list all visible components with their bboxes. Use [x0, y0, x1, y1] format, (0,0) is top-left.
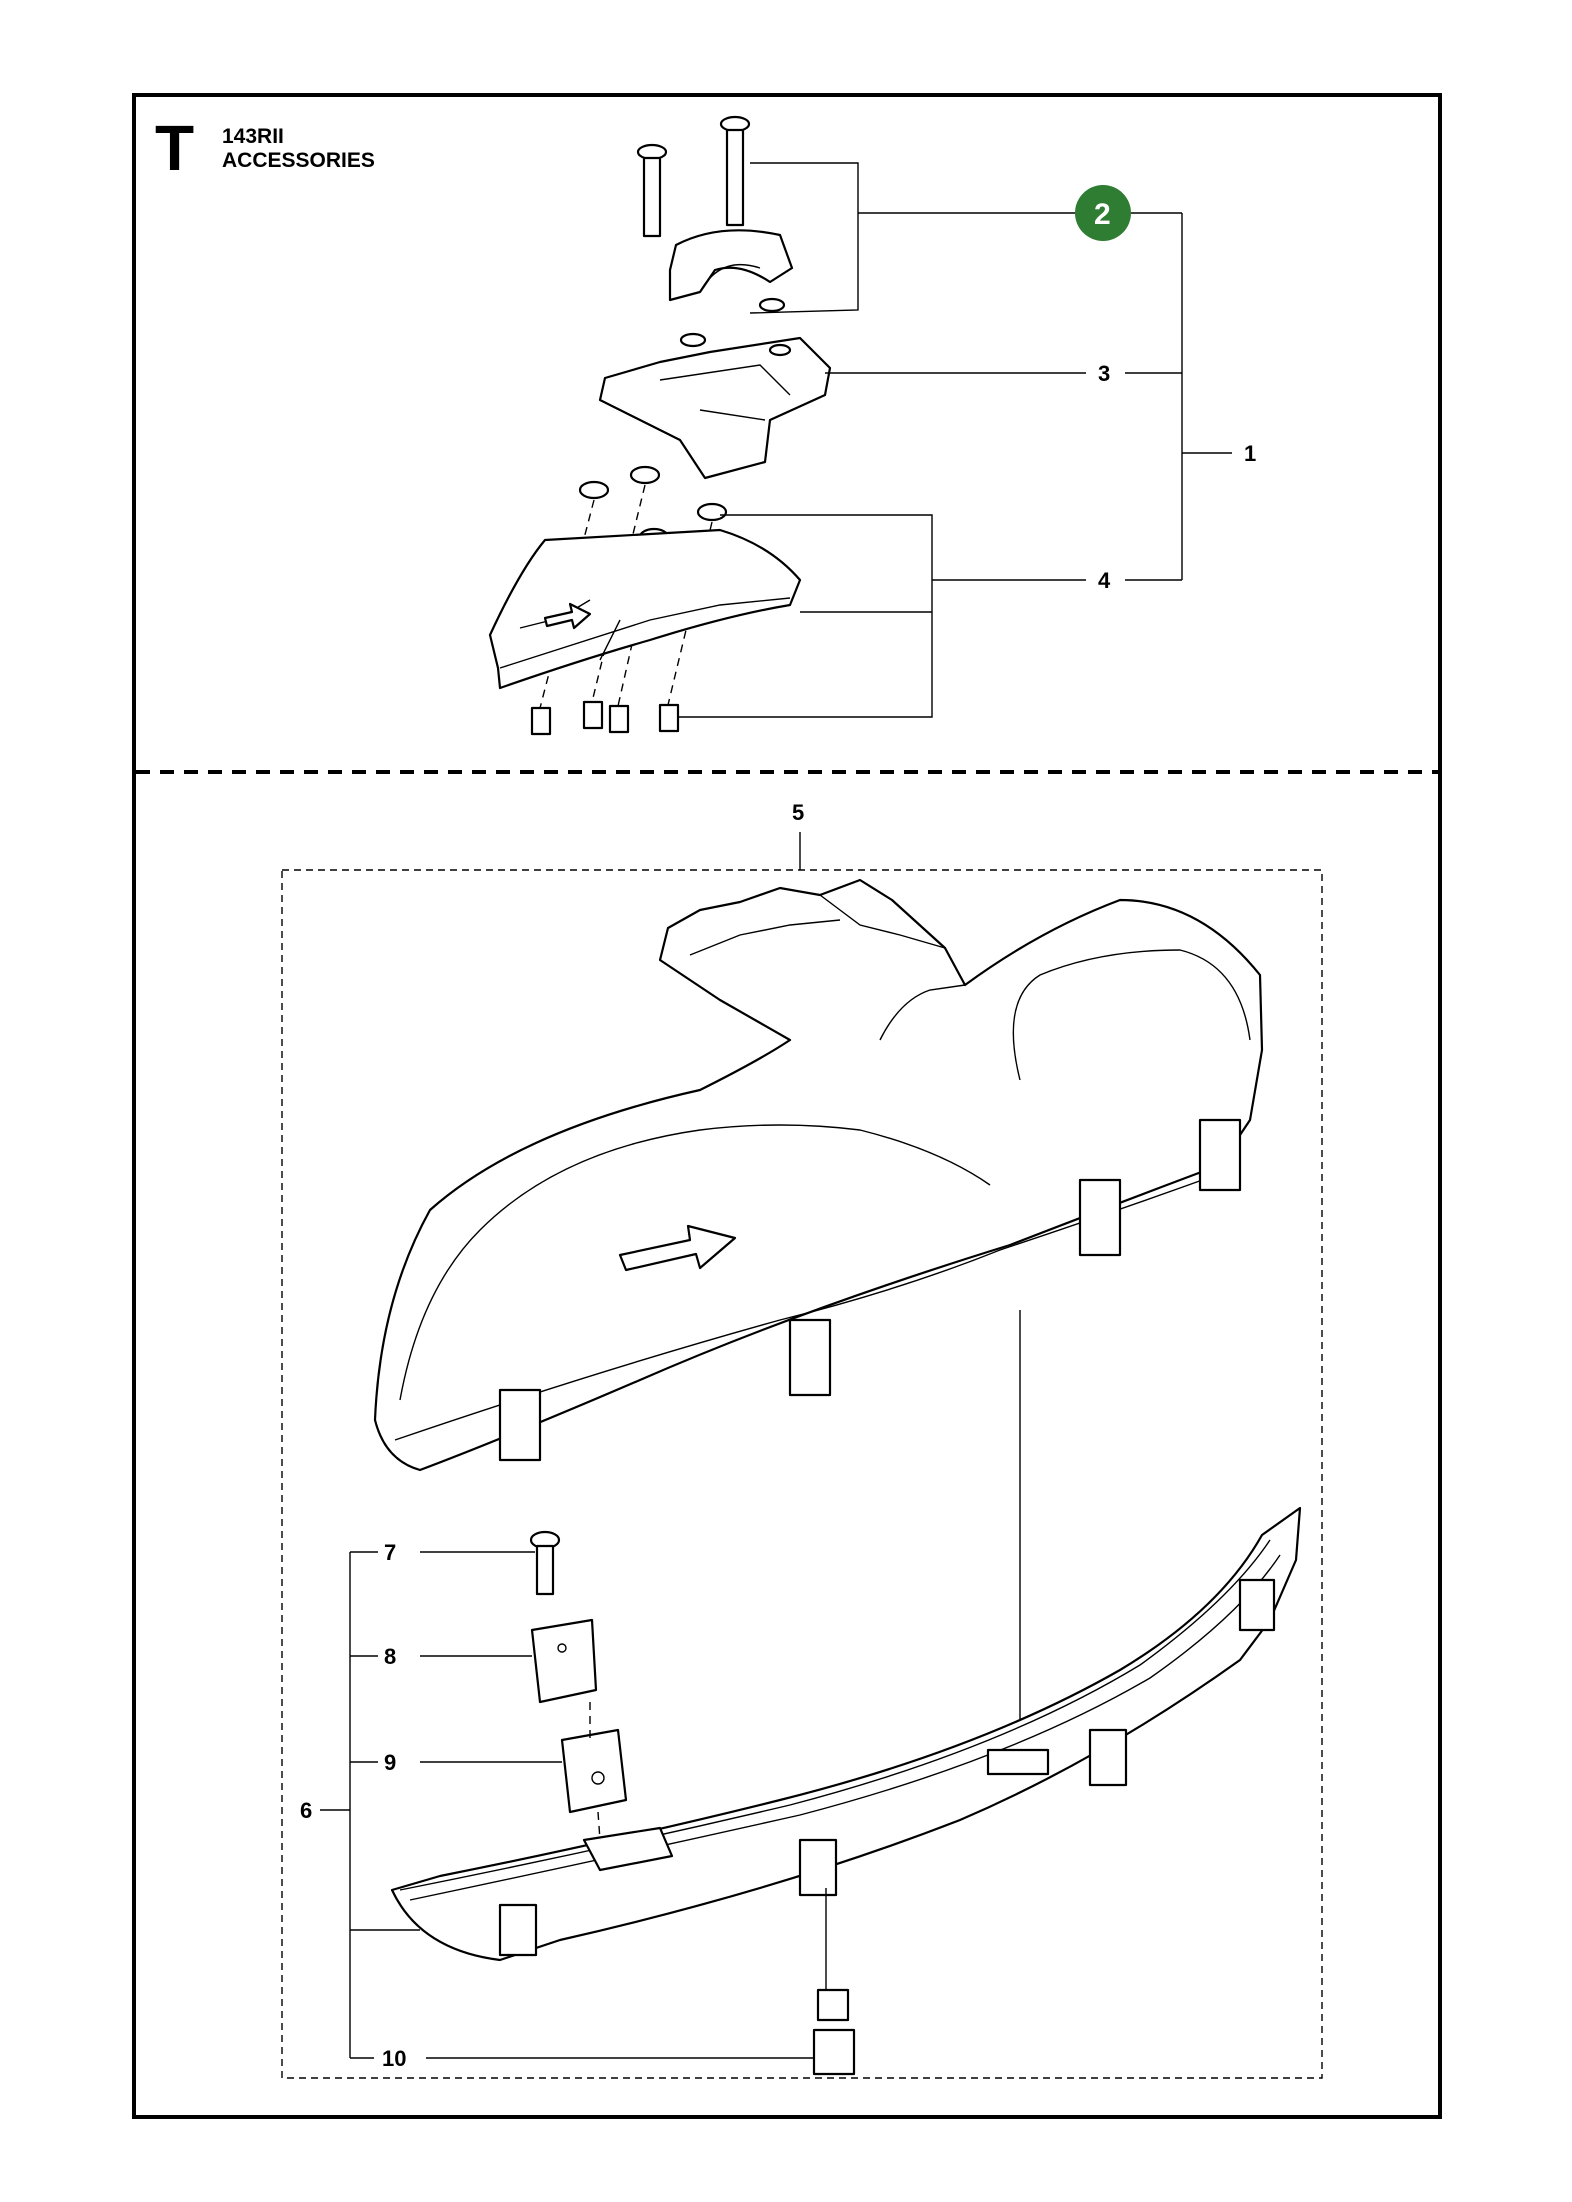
guard-extension-strip: [390, 1506, 1302, 1962]
callout-9-label: 9: [384, 1750, 396, 1775]
page-title: ACCESSORIES: [222, 149, 375, 172]
end-cap-10: [812, 1988, 856, 2076]
callout-10-label: 10: [382, 2046, 406, 2071]
large-trimmer-guard: [373, 878, 1264, 1472]
top-assembly: [488, 115, 1232, 736]
clip-8: [530, 1618, 598, 1704]
direction-arrow-small: [543, 602, 592, 630]
page-frame: [132, 93, 1442, 2119]
bolt-left: [636, 143, 668, 238]
callout-6-label: 6: [300, 1798, 312, 1823]
model-label: 143RII: [222, 125, 284, 148]
callout-1-label: 1: [1244, 441, 1256, 466]
callout-badge-2: [1075, 185, 1131, 241]
callout-5-label: 5: [792, 800, 804, 825]
callout-3-label: 3: [1098, 361, 1110, 386]
bolt-right: [719, 115, 751, 227]
kit-5-dashed-box: [281, 869, 1323, 2079]
callout-7-label: 7: [384, 1540, 396, 1565]
nut-holder-9: [560, 1728, 628, 1814]
direction-arrow-large: [618, 1224, 737, 1272]
small-trimmer-guard: [488, 528, 802, 690]
fastener-7: [529, 1530, 561, 1596]
callout-2-label: 2: [1094, 198, 1111, 231]
mounting-block: [598, 336, 832, 480]
callout-4-label: 4: [1098, 568, 1111, 593]
callout-8-label: 8: [384, 1644, 396, 1669]
section-letter: T: [155, 112, 194, 184]
